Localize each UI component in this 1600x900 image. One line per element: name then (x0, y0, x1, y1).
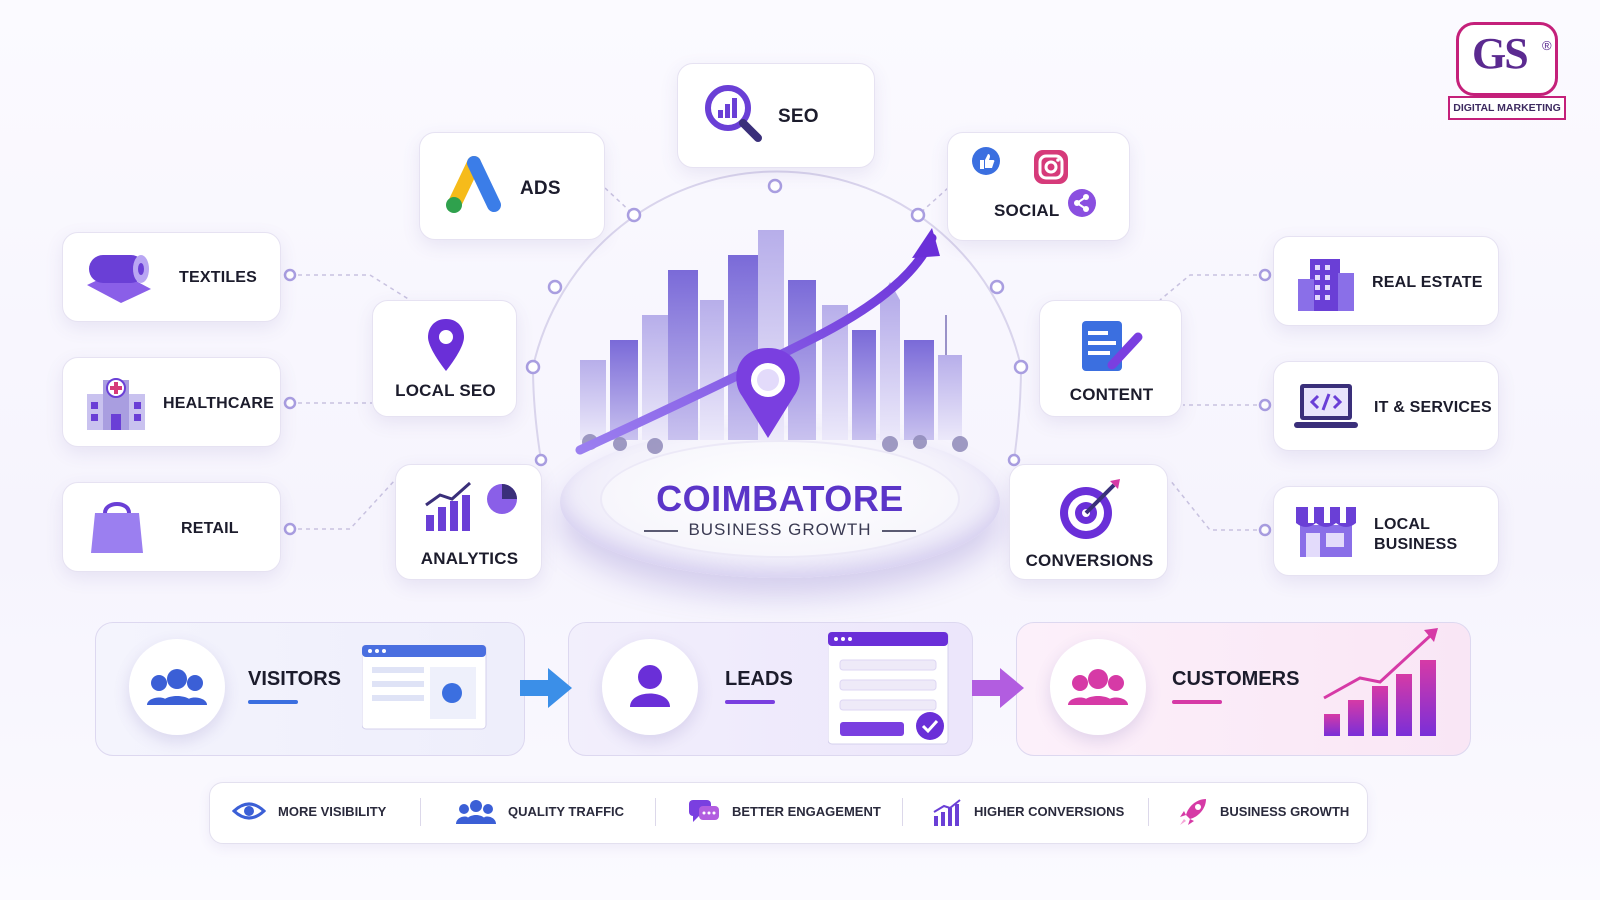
benefit-divider (655, 798, 656, 826)
industry-label-textiles: TEXTILES (179, 269, 258, 286)
lead-person-icon (630, 665, 670, 707)
benefit-divider (902, 798, 903, 826)
service-card-social[interactable]: SOCIAL (947, 132, 1130, 241)
benefit-better-engagement: BETTER ENGAGEMENT (732, 804, 881, 819)
service-label-conversions: CONVERSIONS (1025, 551, 1154, 570)
center-title: COIMBATORE (656, 478, 904, 519)
brand-logo: GS ® DIGITAL MARKETING (1448, 22, 1570, 124)
arrow-right-blue-icon (520, 668, 572, 708)
service-label-social: SOCIAL (994, 201, 1060, 220)
customers-underline (1172, 700, 1222, 704)
service-label-local-seo: LOCAL SEO (395, 381, 496, 400)
eye-icon (232, 802, 266, 820)
service-card-seo[interactable]: SEO (677, 63, 875, 168)
instagram-icon (1034, 150, 1068, 184)
industry-card-textiles[interactable]: TEXTILES (62, 232, 281, 322)
document-edit-icon (1082, 321, 1143, 371)
service-label-ads: ADS (520, 178, 561, 199)
customers-group-icon (1068, 669, 1128, 705)
industry-card-healthcare[interactable]: HEALTHCARE (62, 357, 281, 447)
industry-label-local-line1: LOCAL (1374, 516, 1431, 533)
service-card-local-seo[interactable]: LOCAL SEO (372, 300, 517, 417)
browser-window-icon (362, 645, 487, 730)
analytics-chart-icon (425, 481, 517, 531)
funnel-label-leads: LEADS (725, 668, 793, 690)
funnel-label-customers: CUSTOMERS (1172, 668, 1300, 690)
benefit-business-growth: BUSINESS GROWTH (1220, 804, 1350, 819)
arrow-right-purple-icon (972, 668, 1024, 708)
industry-label-it-services: IT & SERVICES (1374, 399, 1492, 416)
industry-label-retail: RETAIL (181, 520, 239, 537)
hospital-icon (87, 378, 145, 430)
center-subtitle: BUSINESS GROWTH (600, 520, 960, 540)
industry-card-real-estate[interactable]: REAL ESTATE (1273, 236, 1499, 326)
service-card-analytics[interactable]: ANALYTICS (395, 464, 542, 580)
industry-label-local-business: LOCAL BUSINESS (1374, 515, 1457, 555)
city-skyline-illustration (575, 228, 968, 455)
industry-label-real-estate: REAL ESTATE (1372, 274, 1483, 291)
map-pin-icon (428, 319, 464, 371)
laptop-code-icon (1294, 384, 1358, 428)
benefit-higher-conversions: HIGHER CONVERSIONS (974, 804, 1125, 819)
industry-label-local-line2: BUSINESS (1374, 536, 1458, 553)
industry-label-healthcare: HEALTHCARE (163, 395, 275, 412)
storefront-icon (1296, 507, 1356, 557)
benefit-quality-traffic: QUALITY TRAFFIC (508, 804, 625, 819)
like-thumb-icon (972, 147, 1000, 175)
users-icon (456, 800, 496, 824)
service-card-content[interactable]: CONTENT (1039, 300, 1182, 417)
industry-card-retail[interactable]: RETAIL (62, 482, 281, 572)
benefits-bar (209, 782, 1368, 844)
benefit-divider (1148, 798, 1149, 826)
fabric-roll-icon (87, 255, 151, 303)
rocket-icon (1180, 799, 1206, 825)
visitors-group-icon (147, 669, 207, 705)
share-icon (1068, 189, 1096, 217)
industry-card-local-business[interactable]: LOCAL BUSINESS (1273, 486, 1499, 576)
visitors-avatar-circle (129, 639, 225, 735)
service-label-analytics: ANALYTICS (420, 549, 519, 568)
shopping-bag-icon (91, 502, 143, 553)
benefit-divider (420, 798, 421, 826)
logo-tagline: DIGITAL MARKETING (1448, 96, 1566, 120)
logo-mark: GS (1472, 29, 1529, 78)
bar-chart-icon (933, 799, 961, 826)
leads-avatar-circle (602, 639, 698, 735)
service-label-content: CONTENT (1069, 385, 1154, 404)
leads-underline (725, 700, 775, 704)
customers-avatar-circle (1050, 639, 1146, 735)
lead-form-icon (828, 632, 949, 745)
service-card-ads[interactable]: ADS (419, 132, 605, 240)
ads-logo-icon (446, 156, 501, 213)
growth-bar-chart-icon (1323, 628, 1438, 736)
visitors-underline (248, 700, 298, 704)
logo-registered: ® (1542, 38, 1552, 53)
target-icon (1060, 479, 1120, 539)
industry-card-it-services[interactable]: IT & SERVICES (1273, 361, 1499, 451)
seo-magnifier-icon (705, 85, 762, 142)
benefit-more-visibility: MORE VISIBILITY (278, 804, 387, 819)
office-building-icon (1298, 259, 1354, 311)
service-label-seo: SEO (778, 106, 819, 127)
service-card-conversions[interactable]: CONVERSIONS (1009, 464, 1168, 580)
funnel-label-visitors: VISITORS (248, 668, 341, 690)
chat-bubbles-icon (689, 800, 719, 822)
